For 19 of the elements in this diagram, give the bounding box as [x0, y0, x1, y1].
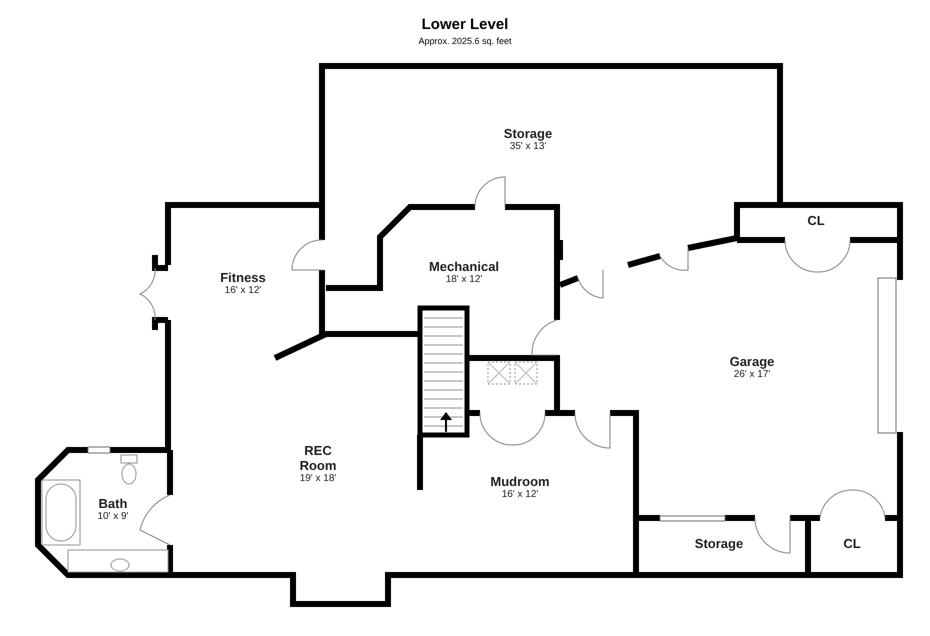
room-dimensions: 19' x 18'	[298, 473, 338, 485]
room-name: Bath	[98, 496, 128, 511]
room-dimensions: 16' x 12'	[500, 489, 540, 501]
room-name: Mechanical	[428, 259, 500, 274]
room-name: Storage	[694, 536, 744, 551]
room-name: Garage	[730, 354, 774, 369]
room-dimensions: 35' x 13'	[508, 141, 548, 153]
room-name: Storage	[504, 126, 552, 141]
area-note: Approx. 2025.6 sq. feet	[418, 36, 512, 46]
room-name: Mudroom	[490, 474, 550, 489]
room-dimensions: 26' x 17'	[732, 369, 772, 381]
plan-title: Lower Level	[422, 16, 508, 33]
room-dimensions: 16' x 12'	[224, 285, 262, 297]
room-name: Fitness	[220, 270, 266, 285]
room-dimensions: 18' x 12'	[444, 274, 484, 286]
room-dimensions: 10' x 9'	[97, 511, 129, 523]
room-name: CL	[843, 536, 861, 551]
room-name: REC Room	[298, 443, 338, 473]
room-name: CL	[807, 213, 825, 228]
